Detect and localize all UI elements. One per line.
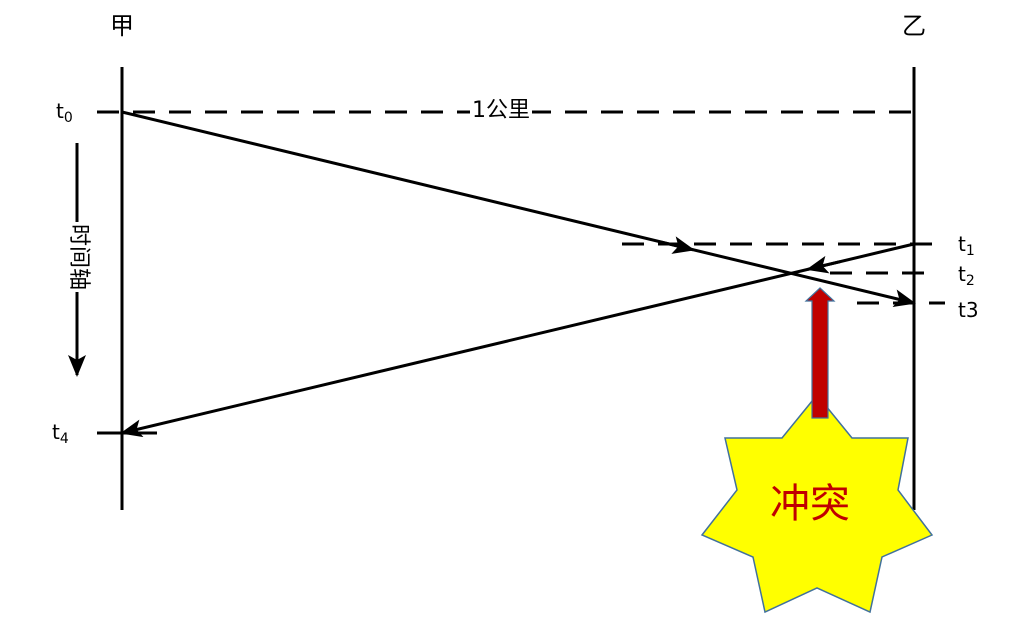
t3-label: t3 [958,300,979,320]
t4-label: t4 [52,422,69,446]
t0-label: t0 [56,101,73,125]
signal-mid-arrow-a-to-b [659,236,695,254]
distance-label: 1公里 [470,98,532,123]
t2-label: t2 [958,264,975,288]
t1-sub: 1 [965,243,975,259]
t1-base: t [958,232,966,256]
t0-base: t [56,99,64,123]
t3-base: t3 [958,298,979,322]
signal-line-b-to-a [120,242,915,438]
station-left-label: 甲 [110,12,134,40]
signal-mid-arrow-b-to-a [806,255,841,274]
t1-label: t1 [958,234,975,258]
collision-star [700,393,934,614]
collision-label: 冲突 [770,481,850,527]
t2-base: t [958,262,966,286]
signal-line-a-to-b [121,110,916,308]
t4-base: t [52,420,60,444]
time-axis-label: 时间轴 [66,221,92,293]
collision-pointer-arrow [804,287,836,419]
t2-sub: 2 [965,273,975,289]
t0-sub: 0 [63,110,73,126]
station-right-label: 乙 [902,12,926,40]
t4-sub: 4 [59,431,69,447]
